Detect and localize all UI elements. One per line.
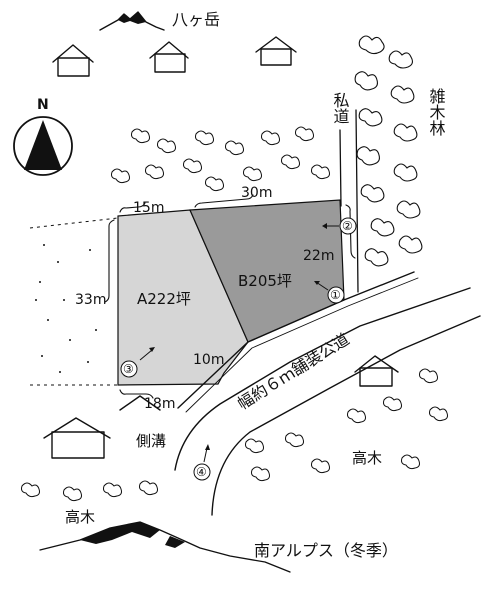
north-label: N bbox=[37, 97, 49, 113]
dimension-bottom-a: 18m bbox=[144, 396, 175, 412]
house-icon bbox=[43, 417, 111, 459]
house-icon bbox=[119, 395, 161, 411]
tall-trees-left-label: 高木 bbox=[65, 508, 95, 526]
dimension-right-b: 22m bbox=[303, 248, 334, 264]
svg-text:①: ① bbox=[330, 288, 341, 302]
alps-label: 南アルプス（冬季） bbox=[254, 541, 398, 560]
svg-text:③: ③ bbox=[123, 362, 134, 376]
viewpoint-marker-4: ④ bbox=[193, 444, 211, 481]
plot-b-label: B205坪 bbox=[238, 272, 292, 290]
dimension-left-a: 33m bbox=[75, 292, 106, 308]
north-arrow-icon bbox=[13, 116, 73, 176]
viewpoint-marker-2: ② bbox=[322, 217, 357, 235]
viewpoint-marker-1: ① bbox=[314, 281, 345, 304]
mountain-alps-icon bbox=[39, 521, 291, 573]
public-road-label: 幅約６ｍ舗装公道 bbox=[234, 329, 353, 413]
dimension-top-b: 30m bbox=[241, 185, 272, 201]
house-icon bbox=[149, 41, 189, 73]
dimension-brackets bbox=[104, 194, 356, 399]
dotted-area bbox=[29, 217, 119, 386]
svg-text:④: ④ bbox=[196, 465, 207, 479]
thicket-trees bbox=[354, 35, 423, 267]
tree-cluster-icon bbox=[21, 368, 448, 502]
house-icon bbox=[354, 355, 399, 387]
mountain-north-label: 八ヶ岳 bbox=[172, 10, 220, 29]
public-road bbox=[174, 271, 481, 516]
svg-text:②: ② bbox=[342, 219, 353, 233]
private-road bbox=[339, 109, 359, 293]
plot-a-label: A222坪 bbox=[137, 290, 191, 308]
mountain-north-icon bbox=[99, 11, 165, 31]
thicket-label: 雑木林 bbox=[427, 88, 446, 136]
private-road-label: 私道 bbox=[331, 92, 350, 124]
dimension-bottom-b: 10m bbox=[193, 352, 224, 368]
dimension-top-a: 15m bbox=[133, 200, 164, 216]
gutter-label: 側溝 bbox=[136, 432, 166, 450]
house-icon bbox=[52, 44, 94, 77]
tall-trees-right-label: 高木 bbox=[352, 449, 382, 467]
tree-cluster-icon bbox=[111, 126, 330, 192]
viewpoint-marker-3: ③ bbox=[120, 347, 155, 378]
house-icon bbox=[255, 36, 297, 66]
